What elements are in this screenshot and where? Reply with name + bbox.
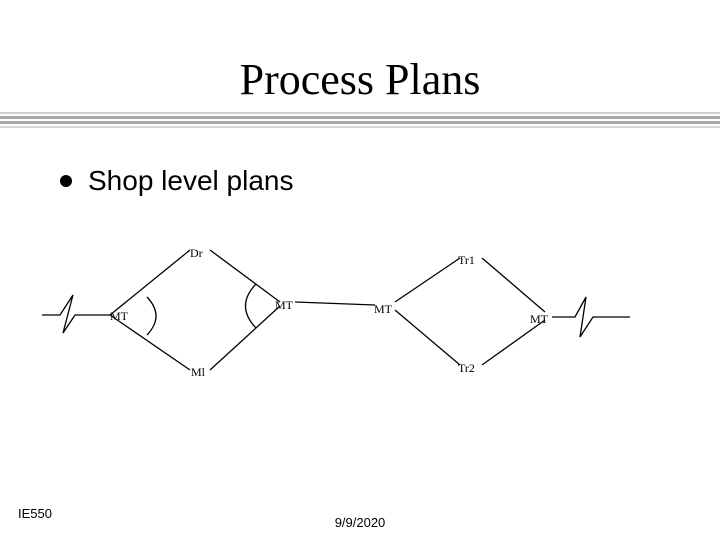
bullet-text: Shop level plans xyxy=(88,165,294,196)
and-arc-left xyxy=(146,296,157,336)
and-arc-right xyxy=(244,283,257,329)
edge-mtleft-ml xyxy=(109,314,191,371)
node-mt-left: MT xyxy=(110,309,129,323)
edge-mtcenter-tr2 xyxy=(394,309,461,366)
zigzag-left-connector xyxy=(42,294,110,334)
node-dr: Dr xyxy=(190,246,203,260)
node-mt-center: MT xyxy=(374,302,393,316)
edge-ml-mtmid xyxy=(209,305,281,371)
edge-dr-mtmid xyxy=(209,249,281,303)
node-ml: Ml xyxy=(191,365,206,379)
node-tr2: Tr2 xyxy=(458,361,475,375)
edge-tr1-mtright xyxy=(481,257,546,313)
edge-tr2-mtright xyxy=(481,319,546,366)
node-mt-right: MT xyxy=(530,312,549,326)
node-tr1: Tr1 xyxy=(458,253,475,267)
bullet-dot-icon xyxy=(60,175,72,187)
footer-course-code: IE550 xyxy=(18,506,52,521)
edge-mtleft-dr xyxy=(109,249,191,316)
edge-mtmid-mtcenter xyxy=(294,301,376,306)
node-mt-mid: MT xyxy=(275,298,294,312)
edge-mtcenter-tr1 xyxy=(394,257,461,303)
zigzag-right-connector xyxy=(552,296,630,338)
slide-title: Process Plans xyxy=(239,55,481,104)
footer-date: 9/9/2020 xyxy=(334,515,386,530)
